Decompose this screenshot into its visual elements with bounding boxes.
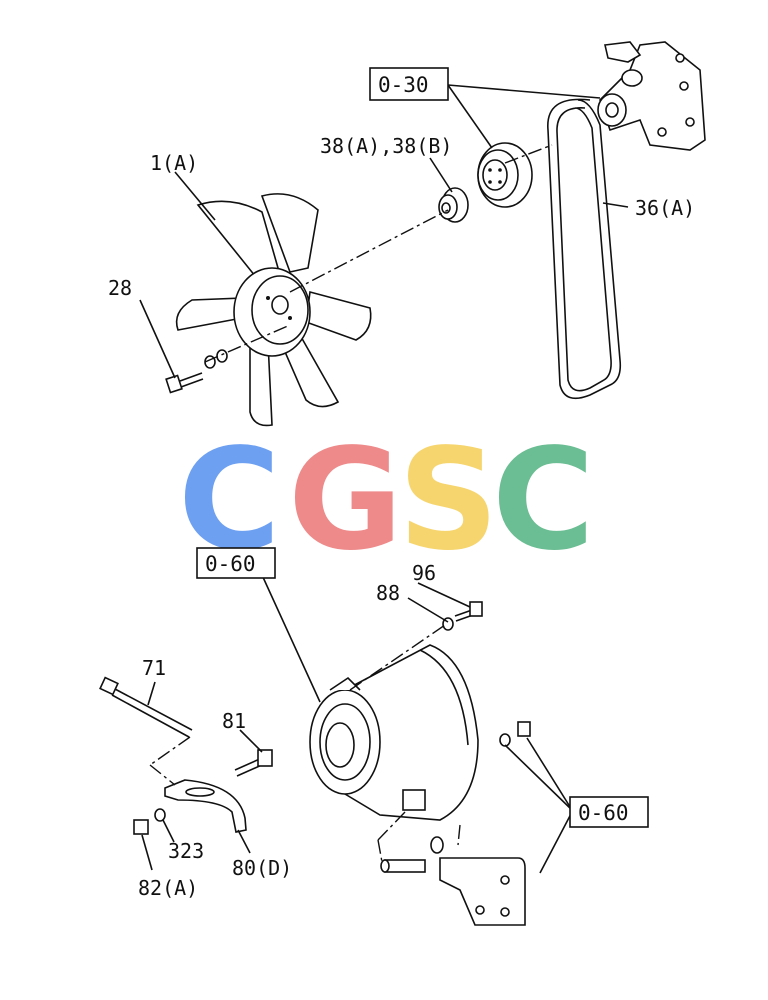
generator xyxy=(309,644,479,821)
generator-bracket xyxy=(380,836,526,926)
label-adjust-bolt-81: 81 xyxy=(222,709,246,733)
nut-right xyxy=(517,721,531,737)
callout-box-generator: 0-60 xyxy=(196,547,276,579)
label-fan: 1(A) xyxy=(150,151,198,175)
top-bolt xyxy=(442,601,483,631)
fan-spacer xyxy=(438,187,469,223)
watermark: C G S C xyxy=(178,419,595,582)
label-pulley-spacer: 38(A),38(B) xyxy=(320,134,452,158)
label-nut-82a: 82(A) xyxy=(138,876,198,900)
spring-washer-right xyxy=(499,733,511,747)
label-washer-88: 88 xyxy=(376,581,400,605)
pulley xyxy=(477,142,533,208)
fan-bolt xyxy=(165,349,228,394)
adjust-plate xyxy=(164,779,247,833)
nut-82a xyxy=(133,819,149,835)
water-pump-housing xyxy=(597,41,706,151)
watermark-letter-2: G xyxy=(288,419,403,582)
label-box-generator: 0-60 xyxy=(205,552,256,576)
label-bolt-28: 28 xyxy=(108,276,132,300)
label-washer-323: 323 xyxy=(168,839,204,863)
callout-box-water-pump: 0-30 xyxy=(369,67,449,101)
v-belt xyxy=(547,98,622,400)
adjust-bolt xyxy=(234,749,273,777)
label-belt: 36(A) xyxy=(635,196,695,220)
label-box-bracket: 0-60 xyxy=(578,801,629,825)
cooling-fan xyxy=(175,193,372,427)
label-long-bolt-71: 71 xyxy=(142,656,166,680)
washer-323 xyxy=(154,808,166,822)
long-bolt xyxy=(99,676,193,738)
callout-box-bracket: 0-60 xyxy=(569,796,649,828)
label-adjust-plate: 80(D) xyxy=(232,856,292,880)
watermark-letter-3: S xyxy=(398,419,499,582)
label-box-water-pump: 0-30 xyxy=(378,73,429,97)
label-bolt-96: 96 xyxy=(412,561,436,585)
watermark-letter-4: C xyxy=(492,419,595,582)
